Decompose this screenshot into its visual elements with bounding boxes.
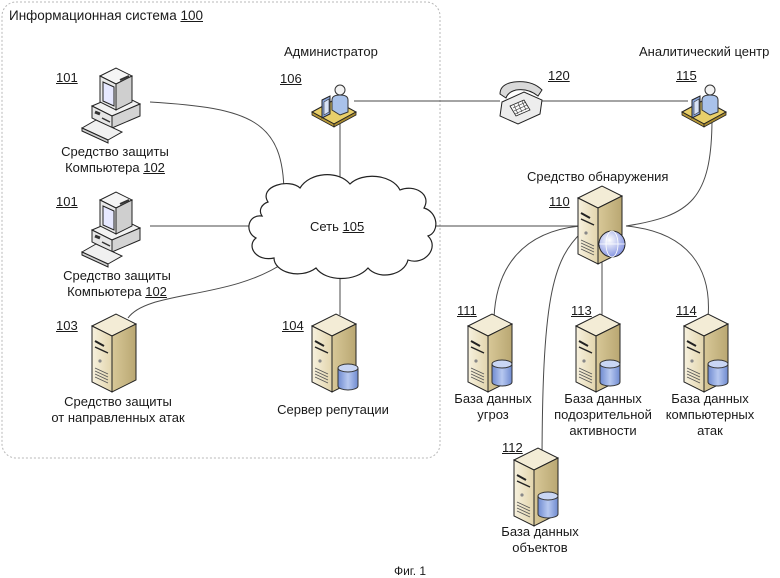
attacks-db-server-icon[interactable] [683, 313, 729, 393]
pc2-label-line1: Средство защиты [63, 268, 171, 283]
db-suspicious-line3: активности [569, 423, 637, 438]
link-pc1-network [149, 101, 285, 196]
db-threats-ref: 111 [457, 303, 477, 318]
link-detector-db-objects [541, 231, 583, 471]
detector-ref: 110 [549, 194, 570, 209]
information-system-boundary [1, 1, 441, 459]
db-attacks-line2: компьютерных [665, 407, 755, 422]
db-attacks-ref: 114 [676, 303, 697, 318]
db-attacks-line1: База данных [671, 391, 749, 406]
analytics-center-icon[interactable] [681, 84, 727, 128]
db-suspicious-line1: База данных [564, 391, 642, 406]
link-detector-db-attacks [625, 225, 709, 319]
detector-title: Средство обнаружения [527, 169, 669, 184]
db-suspicious-line2: подозрительной [554, 407, 652, 422]
db-objects-line2: объектов [512, 540, 568, 555]
pc2-sub-ref: 102 [145, 284, 167, 299]
db-objects-ref: 112 [502, 440, 523, 455]
threats-db-server-icon[interactable] [467, 313, 513, 393]
computer-1-icon[interactable] [80, 66, 142, 145]
admin-title: Администратор [284, 44, 378, 59]
apt-label-line2: от направленных атак [51, 410, 185, 425]
network-ref: 105 [342, 219, 365, 234]
link-analytics-detector [625, 117, 713, 227]
apt-ref: 103 [56, 318, 78, 333]
link-apt-network [127, 261, 286, 319]
detection-server-icon[interactable] [577, 185, 626, 265]
analytics-title: Аналитический центр [639, 44, 770, 59]
network-cloud[interactable] [248, 174, 437, 279]
reputation-label: Сервер репутации [277, 402, 389, 417]
database-icon [599, 359, 621, 387]
telephone-icon[interactable] [499, 81, 543, 125]
db-threats-line2: угроз [477, 407, 509, 422]
db-objects-line1: База данных [501, 524, 579, 539]
reputation-server-icon[interactable] [311, 313, 359, 393]
computer-2-icon[interactable] [80, 190, 142, 269]
db-threats-line1: База данных [454, 391, 532, 406]
pc1-sub-ref: 102 [143, 160, 165, 175]
suspicious-activity-db-server-icon[interactable] [575, 313, 621, 393]
administrator-icon[interactable] [311, 84, 357, 128]
system-ref: 100 [180, 8, 203, 23]
pc2-label-line2: Компьютера 102 [67, 284, 167, 300]
system-title: Информационная система 100 [9, 8, 203, 23]
database-icon [491, 359, 513, 387]
connections [127, 100, 713, 471]
phone-ref: 120 [548, 68, 570, 83]
apt-label-line1: Средство защиты [64, 394, 172, 409]
network-label-text: Сеть [310, 219, 339, 234]
admin-ref: 106 [280, 71, 302, 86]
pc2-label-text: Компьютера [67, 284, 142, 299]
network-label: Сеть 105 [310, 219, 364, 235]
database-icon [337, 363, 359, 391]
database-icon [537, 491, 559, 519]
pc1-ref: 101 [56, 70, 78, 85]
pc1-label-line1: Средство защиты [61, 144, 169, 159]
objects-db-server-icon[interactable] [513, 447, 559, 527]
system-title-text: Информационная система [9, 8, 177, 23]
database-icon [707, 359, 729, 387]
pc1-label-line2: Компьютера 102 [65, 160, 165, 176]
pc2-ref: 101 [56, 194, 78, 209]
figure-caption: Фиг. 1 [393, 564, 427, 578]
analytics-ref: 115 [676, 68, 697, 83]
reputation-ref: 104 [282, 318, 304, 333]
apt-protection-server-icon[interactable] [91, 313, 137, 393]
pc1-label-text: Компьютера [65, 160, 140, 175]
db-attacks-line3: атак [697, 423, 723, 438]
link-detector-db-threats [493, 225, 581, 319]
db-suspicious-ref: 113 [571, 303, 592, 318]
